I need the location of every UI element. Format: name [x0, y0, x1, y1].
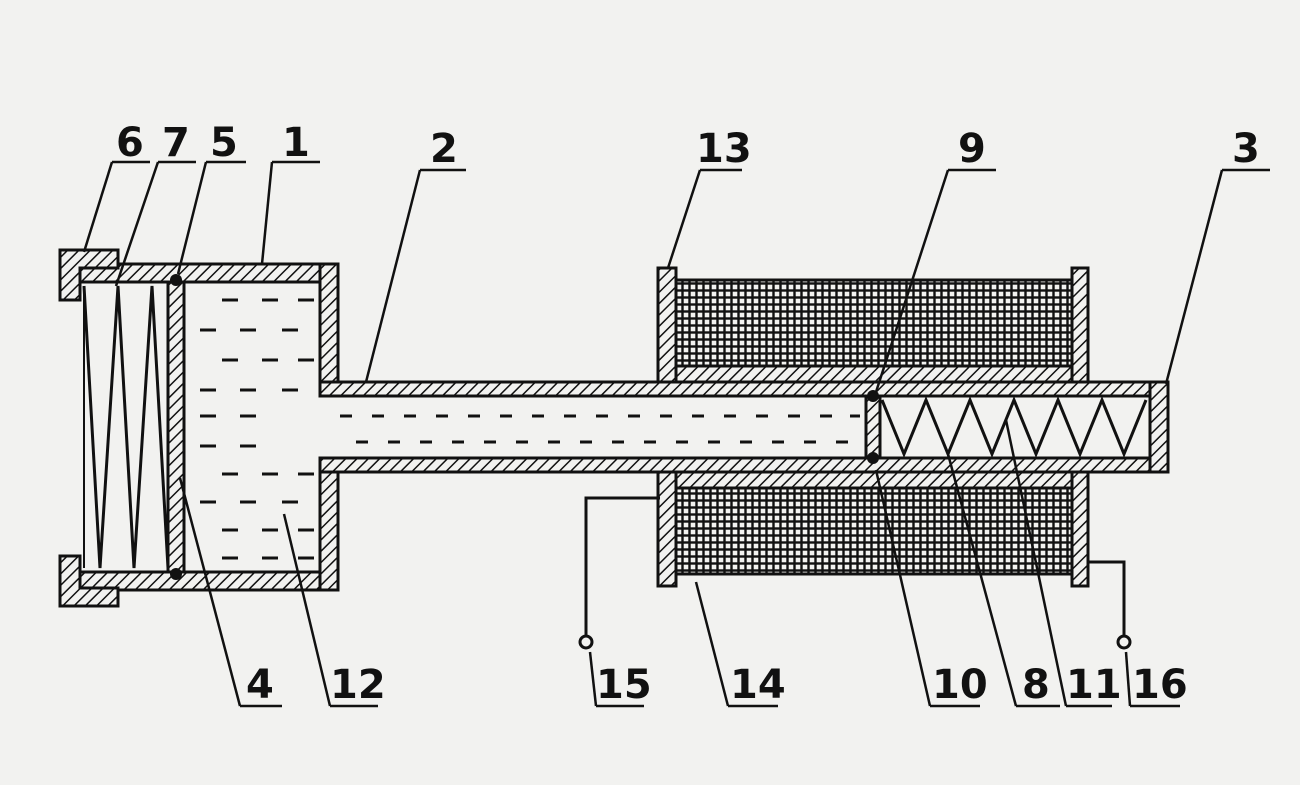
small-piston-seal-bottom [867, 452, 879, 464]
large-spring [82, 285, 174, 569]
small-piston-seal-top [867, 390, 879, 402]
label-6: 6 [116, 120, 144, 166]
label-12: 12 [330, 662, 386, 708]
label-4: 4 [246, 662, 274, 708]
label-5: 5 [210, 120, 238, 166]
label-10: 10 [932, 662, 988, 708]
electromagnetic-coil [674, 278, 1074, 576]
terminal-16 [1116, 634, 1132, 650]
label-3: 3 [1232, 126, 1260, 172]
end-cap [58, 248, 120, 608]
label-1: 1 [282, 120, 310, 166]
label-7: 7 [162, 120, 190, 166]
coil-flanges [656, 266, 1090, 588]
terminal-15 [578, 634, 594, 650]
label-11: 11 [1066, 662, 1122, 708]
small-tube [318, 380, 1170, 474]
liquid-in-tube [340, 414, 860, 444]
piston-seal-bottom [170, 568, 182, 580]
label-13: 13 [696, 126, 752, 172]
large-piston [166, 280, 186, 574]
label-15: 15 [596, 662, 652, 708]
piston-seal-top [170, 274, 182, 286]
label-2: 2 [430, 126, 458, 172]
liquid-in-cylinder [200, 298, 314, 560]
label-8: 8 [1022, 662, 1050, 708]
small-piston [864, 394, 882, 460]
label-14: 14 [730, 662, 786, 708]
wire-leads [584, 496, 1126, 640]
label-9: 9 [958, 126, 986, 172]
part-labels: 6 7 5 1 2 13 9 3 4 12 15 14 10 8 11 16 [116, 120, 1260, 708]
label-16: 16 [1132, 662, 1188, 708]
large-cylinder-body [78, 262, 340, 592]
small-spring [880, 396, 1148, 458]
leader-lines [82, 160, 1270, 708]
